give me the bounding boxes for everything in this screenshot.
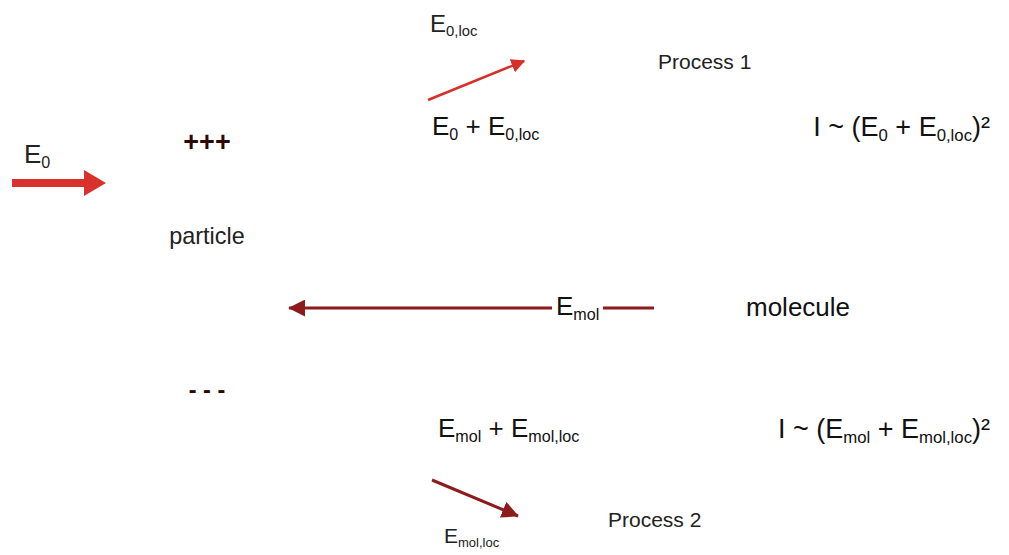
- molecule-label: molecule: [746, 293, 850, 323]
- text-run: E: [556, 291, 573, 321]
- scattered-field-path: [708, 180, 990, 216]
- subscript-text: 0: [449, 125, 458, 143]
- subscript-text: 0: [879, 126, 888, 145]
- text-run: E: [825, 414, 843, 444]
- process-title: Process 1: [658, 50, 751, 74]
- text-run: molecule: [746, 292, 850, 322]
- shape-outline: [408, 82, 1004, 218]
- text-run: +: [481, 413, 511, 443]
- text-run: E: [511, 413, 528, 443]
- scattered-field-path: [708, 356, 990, 398]
- particle-label: particle: [125, 223, 289, 250]
- text-run: E: [438, 413, 455, 443]
- text-run: )²: [972, 112, 990, 142]
- text-run: +: [870, 414, 901, 444]
- subscript-text: mol,loc: [919, 428, 972, 447]
- subscript-text: 0,loc: [937, 126, 972, 145]
- field-label: E0: [24, 140, 50, 170]
- subscript-text: mol: [843, 428, 870, 447]
- text-run: particle: [169, 223, 244, 249]
- text-run: E: [432, 111, 449, 141]
- particle-body: [127, 109, 287, 375]
- field-sum: E0 + E0,loc: [432, 112, 539, 142]
- process-band: Process 1E0 + E0,locI ~ (E0 + E0,loc)²: [408, 82, 1004, 218]
- molecule-shape: molecule: [654, 278, 874, 338]
- leader-arrow: [718, 307, 740, 309]
- process-band-background: [408, 82, 1004, 218]
- overlap-region: [127, 149, 287, 415]
- subscript-text: mol,loc: [528, 427, 579, 445]
- text-run: )²: [972, 414, 990, 444]
- local-field-arrow: [432, 480, 518, 516]
- text-run: +++: [183, 127, 230, 157]
- charge-label: +++: [125, 127, 289, 158]
- subscript-text: 0,loc: [446, 23, 477, 39]
- particle-shape: +++ particle - - -: [125, 105, 289, 421]
- intensity-formula: I ~ (Emol + Emol,loc)²: [778, 414, 990, 445]
- charge-label: - - -: [125, 377, 289, 404]
- incident-field-arrowhead: [84, 170, 106, 196]
- text-run: E: [444, 524, 458, 547]
- text-run: E: [919, 112, 937, 142]
- subscript-text: mol: [455, 427, 481, 445]
- process-band: Emol + Emol,locI ~ (Emol + Emol,loc)²Pro…: [408, 372, 1004, 502]
- process-band-background: [408, 372, 1004, 502]
- text-run: I ~ (: [778, 414, 825, 444]
- process-title: Process 2: [608, 508, 701, 532]
- local-field-arrow: [428, 61, 524, 100]
- subscript-text: 0: [41, 153, 50, 171]
- subscript-text: 0,loc: [505, 125, 539, 143]
- text-run: I ~ (: [813, 112, 860, 142]
- text-run: +: [888, 112, 919, 142]
- text-run: E: [488, 111, 505, 141]
- molecule-sphere: [656, 280, 712, 336]
- text-run: - - -: [189, 377, 225, 403]
- field-label: Emol,loc: [444, 524, 499, 548]
- text-run: Process 1: [658, 50, 751, 73]
- field-sum: Emol + Emol,loc: [438, 414, 579, 444]
- text-run: Process 2: [608, 508, 701, 531]
- displaced-charge-cloud: [127, 149, 287, 415]
- text-run: E: [901, 414, 919, 444]
- incident-field-arrow: [12, 179, 86, 187]
- text-run: +: [458, 111, 488, 141]
- incoming-field-path: [446, 360, 654, 398]
- incoming-field-path: [430, 172, 656, 214]
- text-run: E: [430, 10, 446, 37]
- connector-label: Emol: [552, 292, 603, 322]
- text-run: E: [24, 139, 41, 169]
- text-run: E: [861, 112, 879, 142]
- subscript-text: mol,loc: [458, 535, 499, 550]
- subscript-text: mol: [573, 305, 599, 323]
- intensity-formula: I ~ (E0 + E0,loc)²: [813, 112, 990, 143]
- field-label: E0,loc: [430, 10, 477, 38]
